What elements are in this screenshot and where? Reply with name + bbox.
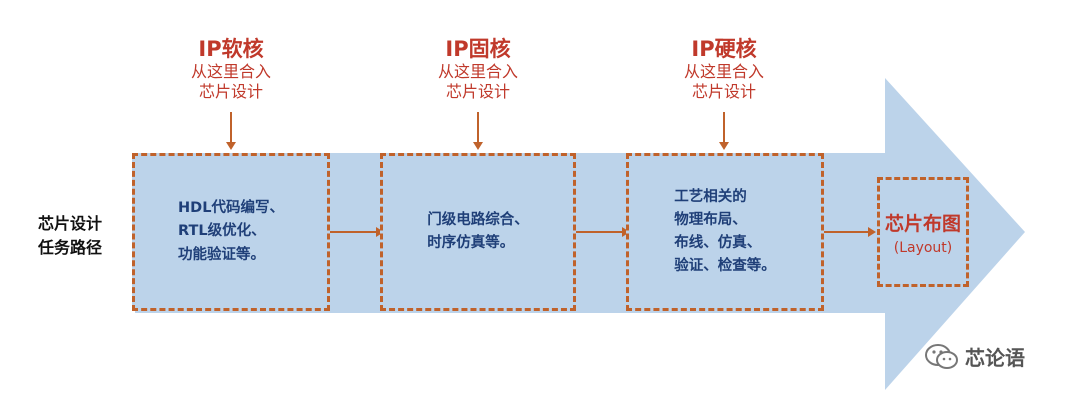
ip-line1: 从这里合入 — [683, 62, 764, 82]
ip-arrow-2-head — [473, 142, 483, 150]
ip-label-hard: IP硬核 从这里合入 芯片设计 — [644, 36, 804, 102]
ip-arrow-1-head — [226, 142, 236, 150]
ip-title: IP软核 — [198, 37, 264, 61]
stage-text: 门级电路综合、 时序仿真等。 — [427, 211, 529, 251]
ip-line2: 芯片设计 — [445, 82, 510, 102]
connector-3-final-head — [868, 227, 876, 237]
ip-title: IP硬核 — [691, 37, 757, 61]
ip-label-soft: IP软核 从这里合入 芯片设计 — [151, 36, 311, 102]
stage-box-synthesis: 门级电路综合、 时序仿真等。 — [380, 153, 576, 311]
final-layout-box: 芯片布图 (Layout) — [877, 177, 969, 287]
task-path-label: 芯片设计 任务路径 — [38, 214, 103, 257]
stage-box-rtl: HDL代码编写、 RTL级优化、 功能验证等。 — [132, 153, 330, 311]
final-subtitle: (Layout) — [893, 239, 953, 256]
ip-line2: 芯片设计 — [198, 82, 263, 102]
stage-text: HDL代码编写、 RTL级优化、 功能验证等。 — [178, 200, 284, 263]
wechat-icon — [925, 343, 958, 369]
watermark: 芯论语 — [925, 342, 1025, 371]
ip-line1: 从这里合入 — [190, 62, 271, 82]
stage-box-physical: 工艺相关的 物理布局、 布线、仿真、 验证、检查等。 — [626, 153, 824, 311]
ip-arrow-3-head — [719, 142, 729, 150]
ip-line2: 芯片设计 — [691, 82, 756, 102]
watermark-text: 芯论语 — [965, 346, 1025, 370]
stage-text: 工艺相关的 物理布局、 布线、仿真、 验证、检查等。 — [674, 188, 776, 275]
ip-title: IP固核 — [445, 37, 511, 61]
ip-line1: 从这里合入 — [437, 62, 518, 82]
final-title: 芯片布图 — [884, 212, 961, 235]
ip-label-firm: IP固核 从这里合入 芯片设计 — [398, 36, 558, 102]
